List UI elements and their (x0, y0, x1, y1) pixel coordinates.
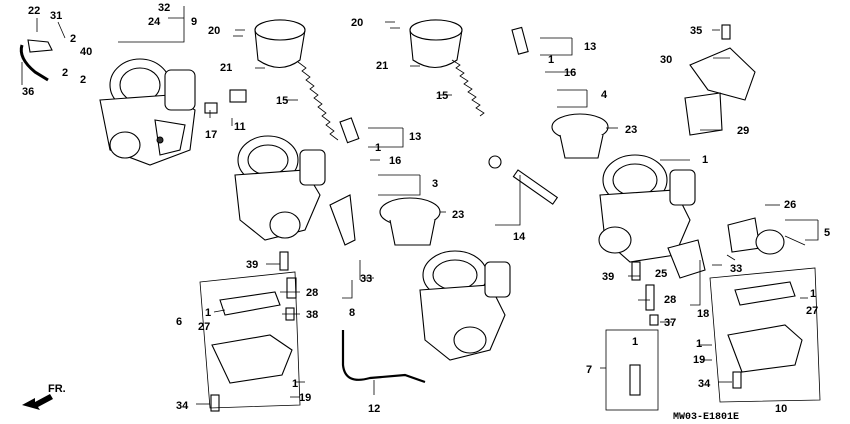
label-17: 17 (205, 129, 217, 141)
label-21-right: 21 (376, 60, 388, 72)
label-28-left: 28 (306, 287, 318, 299)
label-27-right: 27 (806, 305, 818, 317)
label-12: 12 (368, 403, 380, 415)
label-2-c: 2 (80, 74, 86, 86)
float-chamber-right (727, 281, 803, 373)
label-3: 3 (432, 178, 438, 190)
spring-left (297, 61, 339, 141)
front-label: FR. (48, 383, 66, 395)
leader-lines (21, 6, 819, 405)
label-34-left: 34 (176, 400, 189, 412)
label-13-mid: 13 (409, 131, 421, 143)
label-29: 29 (737, 125, 749, 137)
label-14: 14 (513, 231, 526, 243)
spring-right (451, 59, 485, 117)
label-23-right: 23 (625, 124, 637, 136)
label-25: 25 (655, 268, 667, 280)
diaphragm-right (551, 113, 609, 159)
label-23-left: 23 (452, 209, 464, 221)
front-arrow-icon (22, 394, 53, 410)
callout-labels: 22 31 32 24 9 20 20 2 40 2 2 36 21 21 15… (22, 2, 830, 423)
cover-30 (689, 47, 756, 101)
fuel-tube (341, 330, 426, 384)
label-1-right-box: 1 (810, 288, 816, 300)
screws-34 (210, 24, 742, 412)
top-cover-left (254, 19, 306, 69)
label-20-left: 20 (208, 25, 220, 37)
label-32: 32 (158, 2, 170, 14)
label-16-top: 16 (564, 67, 576, 79)
label-33-left: 33 (360, 273, 372, 285)
label-20-right: 20 (351, 17, 363, 29)
label-30: 30 (660, 54, 672, 66)
label-27-left: 27 (198, 321, 210, 333)
label-34-right: 34 (698, 378, 711, 390)
group-box-7 (605, 329, 659, 411)
label-1-left-lower: 1 (292, 378, 298, 390)
label-28-right: 28 (664, 294, 676, 306)
label-4: 4 (601, 89, 608, 101)
bracket-8 (329, 194, 356, 246)
label-33-right: 33 (730, 263, 742, 275)
bracket-18 (667, 239, 706, 279)
label-1-right-mid: 1 (696, 338, 702, 350)
label-36: 36 (22, 86, 34, 98)
label-5: 5 (824, 227, 830, 239)
label-22: 22 (28, 5, 40, 17)
label-1-left-box: 1 (205, 307, 211, 319)
label-1-right-top: 1 (702, 154, 708, 166)
label-38: 38 (306, 309, 318, 321)
label-2-b: 2 (62, 67, 68, 79)
label-11: 11 (234, 121, 246, 133)
label-16-mid: 16 (389, 155, 401, 167)
label-18: 18 (697, 308, 709, 320)
float-chamber-left (211, 291, 293, 384)
label-40: 40 (80, 46, 92, 58)
label-24: 24 (148, 16, 161, 28)
label-19-left: 19 (299, 392, 311, 404)
label-9: 9 (191, 16, 197, 28)
diagram-code: MW03-E1801E (673, 412, 739, 423)
label-19-right: 19 (693, 354, 705, 366)
top-cover-right (409, 19, 463, 69)
carburetor-top-left (99, 58, 196, 166)
carburetor-center (419, 250, 511, 361)
sensor-5 (727, 217, 806, 255)
label-15-right: 15 (436, 90, 448, 102)
group-box-10 (709, 267, 821, 403)
label-35: 35 (690, 25, 702, 37)
carburetor-right (598, 154, 696, 263)
carburetor-middle-left (234, 135, 326, 241)
label-21-left: 21 (220, 62, 232, 74)
label-13-top: 13 (584, 41, 596, 53)
label-1-mid: 1 (375, 142, 381, 154)
hose (19, 44, 49, 82)
label-8: 8 (349, 307, 355, 319)
label-1-extra: 1 (632, 336, 638, 348)
label-39-left: 39 (246, 259, 258, 271)
label-10: 10 (775, 403, 787, 415)
label-15-left: 15 (276, 95, 288, 107)
label-7: 7 (586, 364, 592, 376)
diaphragm-left (379, 197, 441, 246)
label-26: 26 (784, 199, 796, 211)
label-39-right: 39 (602, 271, 614, 283)
label-31: 31 (50, 10, 62, 22)
label-6: 6 (176, 316, 182, 328)
group-box-6 (199, 271, 301, 409)
label-2-a: 2 (70, 33, 76, 45)
cup-29 (684, 92, 723, 136)
label-1-top: 1 (548, 54, 554, 66)
label-37: 37 (664, 317, 676, 329)
